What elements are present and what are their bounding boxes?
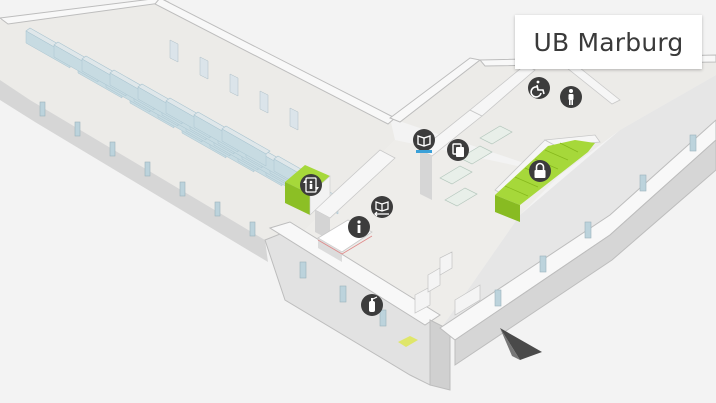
copier-poi[interactable] — [447, 139, 469, 161]
study-carrel — [289, 107, 299, 131]
hall-partitions — [414, 251, 481, 316]
scanner-accent — [416, 150, 432, 153]
fire-extinguisher-poi[interactable] — [361, 294, 383, 316]
elevator-poi[interactable] — [300, 174, 322, 196]
north-arrow-icon — [500, 328, 542, 360]
self-checkout-poi[interactable] — [413, 129, 435, 153]
study-carrel — [199, 56, 209, 80]
information-poi[interactable] — [348, 216, 370, 238]
extinguisher-icon — [369, 296, 378, 312]
wheelchair-icon — [530, 80, 545, 98]
lock-icon — [534, 162, 546, 178]
west-wing-windows — [39, 101, 697, 327]
copier-workstations — [439, 125, 513, 207]
book-scanner-icon — [417, 135, 431, 147]
map-title: UB Marburg — [533, 27, 684, 57]
toilet-poi[interactable] — [560, 86, 582, 108]
study-carrel — [169, 39, 179, 63]
study-carrel — [259, 90, 269, 114]
entrance-mat — [398, 336, 418, 347]
map-title-box: UB Marburg — [515, 15, 702, 69]
book-return-poi[interactable] — [371, 196, 393, 218]
book-shelf-side — [221, 128, 267, 167]
north-arrow-shade — [500, 328, 520, 360]
elevator-icon — [303, 177, 319, 193]
book-return-icon — [374, 201, 389, 217]
copier-icon — [452, 143, 464, 157]
lockers-poi[interactable] — [529, 160, 551, 182]
person-icon — [568, 89, 574, 105]
info-icon — [357, 220, 361, 233]
accessible-wc-poi[interactable] — [528, 77, 550, 99]
study-carrel — [229, 73, 239, 97]
